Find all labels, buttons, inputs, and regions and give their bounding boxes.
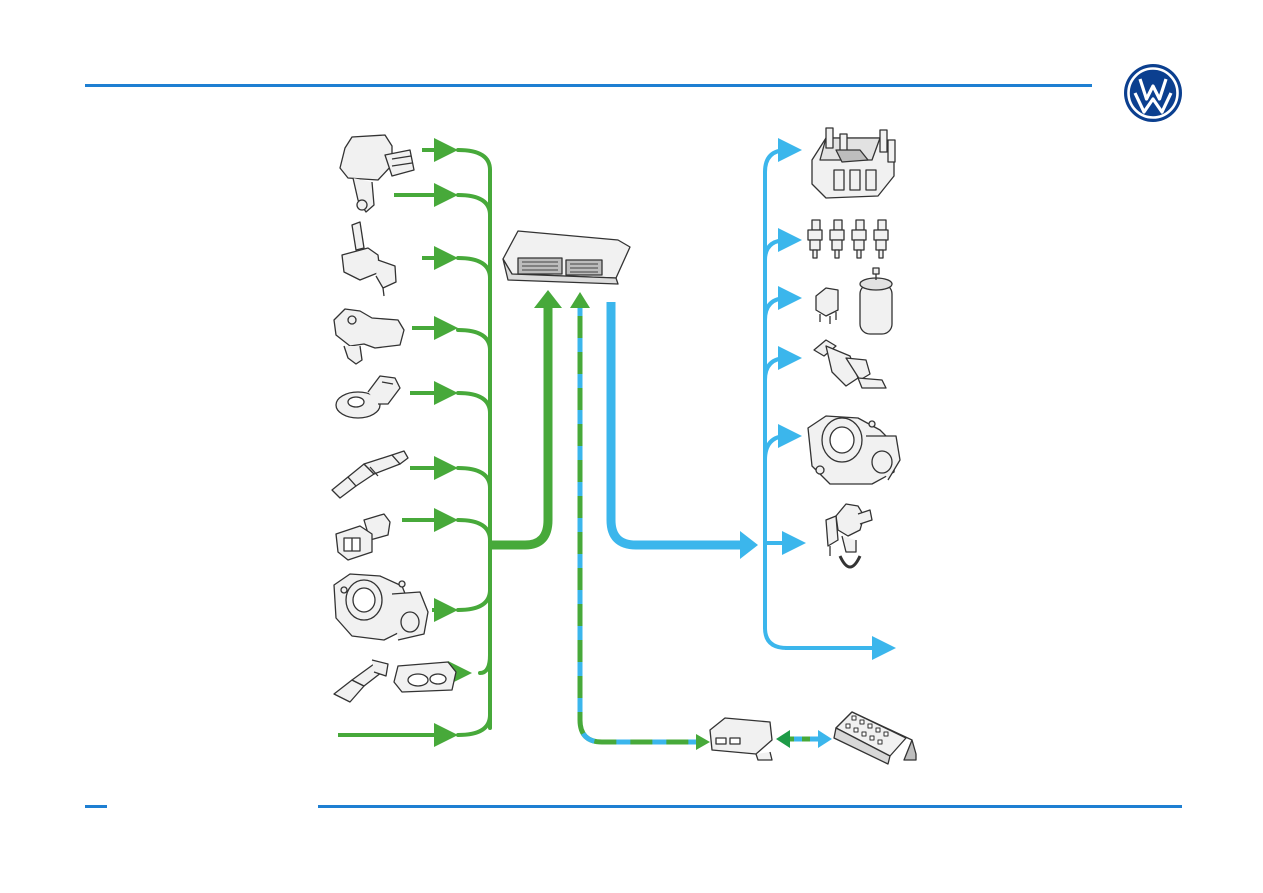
output-signal-lines (763, 148, 789, 650)
exhaust-gas-recirculation-valve-icon (825, 503, 873, 569)
engine-speed-sensor-icon (333, 308, 405, 365)
diagnosis-bus-arrow-end (696, 734, 710, 750)
vw-logo-icon (1124, 64, 1182, 122)
input-arrows (338, 138, 472, 747)
additional-output-signals-icon (890, 644, 891, 652)
ignition-coil-icon (811, 127, 896, 199)
coolant-temperature-sensor-icon (335, 513, 391, 561)
diagnosis-interface-icon (709, 717, 773, 761)
diagnosis-bus-arrowhead (570, 292, 590, 308)
diagnosis-bidirectional-arrow (776, 730, 832, 748)
engine-control-unit-icon (502, 230, 631, 285)
throttle-valve-drive-icon (807, 415, 901, 485)
output-trunk (606, 302, 744, 550)
output-arrows (765, 138, 896, 660)
diagnosis-bus-line (577, 306, 700, 745)
lambda-probe-icon (331, 450, 409, 499)
diagnosis-connector-icon (833, 711, 917, 765)
input-trunk (492, 306, 553, 550)
header-rule (85, 84, 1092, 87)
knock-sensor-icon (335, 375, 401, 419)
footer-rule-left (85, 805, 107, 808)
hall-sensor-icon (341, 221, 397, 297)
intake-pressure-sensor-icon (339, 134, 415, 213)
input-trunk-arrowhead (534, 290, 562, 308)
fuel-pump-relay-icon (815, 287, 839, 324)
input-signal-lines (456, 148, 492, 737)
injectors-icon (807, 219, 889, 259)
accelerator-pedal-module-icon (333, 659, 457, 703)
throttle-valve-module-icon (333, 573, 429, 641)
footer-rule (318, 805, 1182, 808)
output-trunk-arrowhead (740, 531, 758, 559)
fuel-pump-icon (859, 267, 893, 335)
activated-charcoal-valve-icon (813, 339, 887, 389)
